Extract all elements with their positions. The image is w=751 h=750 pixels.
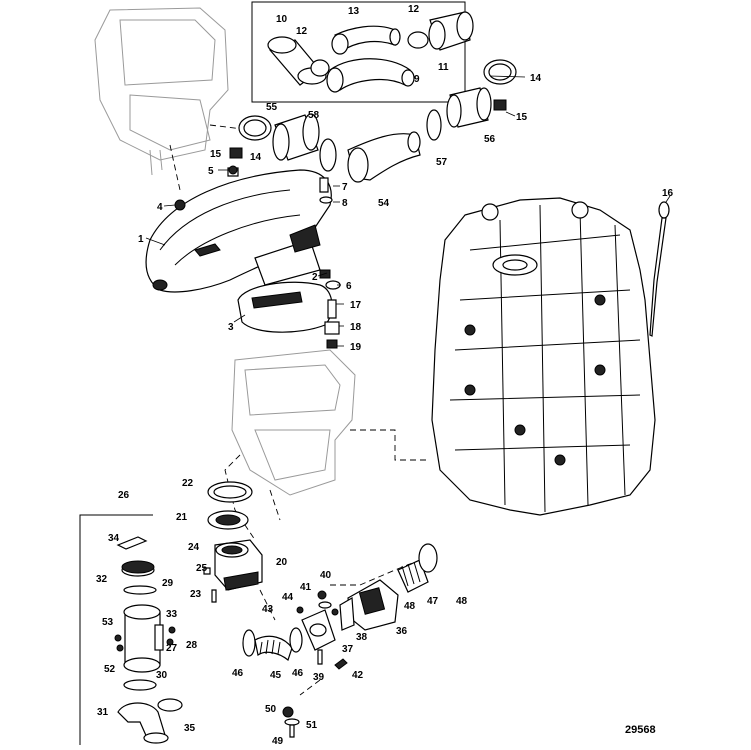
callout-48-right: 48 bbox=[456, 596, 468, 607]
callout-29: 29 bbox=[162, 578, 174, 589]
callout-38: 38 bbox=[356, 632, 368, 643]
hose-kit-box bbox=[251, 1, 466, 103]
callout-51: 51 bbox=[306, 720, 318, 731]
ghost-engine-top bbox=[94, 7, 229, 176]
callout-4: 4 bbox=[157, 202, 163, 213]
assembly-26-bracket bbox=[79, 514, 153, 745]
callout-45: 45 bbox=[270, 670, 282, 681]
throttle-body bbox=[203, 539, 263, 603]
drawing-number: 29568 bbox=[625, 724, 656, 736]
callout-44: 44 bbox=[282, 592, 294, 603]
callout-6: 6 bbox=[346, 281, 352, 292]
intake-hoses bbox=[267, 11, 474, 93]
callout-34: 34 bbox=[108, 533, 120, 544]
callout-20: 20 bbox=[276, 557, 288, 568]
callout-30: 30 bbox=[156, 670, 168, 681]
fasteners-cover bbox=[174, 147, 341, 349]
callout-49: 49 bbox=[272, 736, 284, 747]
callout-13: 13 bbox=[348, 6, 360, 17]
callout-48-middle: 48 bbox=[404, 601, 416, 612]
callout-11: 11 bbox=[438, 62, 449, 73]
callout-19: 19 bbox=[350, 342, 362, 353]
callout-24: 24 bbox=[188, 542, 200, 553]
callout-43: 43 bbox=[262, 604, 274, 615]
callout-25: 25 bbox=[196, 563, 208, 574]
callout-58: 58 bbox=[308, 110, 320, 121]
callout-26: 26 bbox=[118, 490, 130, 501]
callout-55: 55 bbox=[266, 102, 278, 113]
callout-47: 47 bbox=[427, 596, 439, 607]
callout-12-upper-right: 12 bbox=[408, 4, 420, 15]
callout-3: 3 bbox=[228, 322, 234, 333]
callout-40: 40 bbox=[320, 570, 332, 581]
powerhead-block bbox=[431, 197, 656, 516]
callout-5: 5 bbox=[208, 166, 214, 177]
dipstick bbox=[649, 201, 670, 337]
leader-lines bbox=[145, 75, 671, 347]
callout-36: 36 bbox=[396, 626, 408, 637]
callout-1: 1 bbox=[138, 234, 144, 245]
callout-32: 32 bbox=[96, 574, 108, 585]
lower-hoses bbox=[242, 543, 438, 662]
clamp-and-adaptor bbox=[207, 481, 253, 530]
callout-23: 23 bbox=[190, 589, 202, 600]
callout-17: 17 bbox=[350, 300, 362, 311]
callout-10: 10 bbox=[276, 14, 288, 25]
callouts: 1 2 3 4 5 6 7 8 9 10 11 12 12 13 14 14 1… bbox=[96, 4, 674, 747]
callout-42: 42 bbox=[352, 670, 364, 681]
sleeves-and-rings bbox=[272, 87, 492, 172]
fasteners-lower bbox=[282, 590, 348, 738]
callout-18: 18 bbox=[350, 322, 362, 333]
callout-12-upper-left: 12 bbox=[296, 26, 308, 37]
callout-39: 39 bbox=[313, 672, 325, 683]
callout-16: 16 bbox=[662, 188, 674, 199]
callout-46-left: 46 bbox=[232, 668, 244, 679]
callout-7: 7 bbox=[342, 182, 348, 193]
callout-54: 54 bbox=[378, 198, 390, 209]
callout-53: 53 bbox=[102, 617, 114, 628]
callout-22: 22 bbox=[182, 478, 194, 489]
callout-21: 21 bbox=[176, 512, 188, 523]
callout-33: 33 bbox=[166, 609, 178, 620]
intake-plate bbox=[339, 579, 399, 631]
callout-37: 37 bbox=[342, 644, 354, 655]
callout-35: 35 bbox=[184, 723, 196, 734]
air-filter bbox=[237, 281, 333, 333]
callout-46-right: 46 bbox=[292, 668, 304, 679]
callout-8: 8 bbox=[342, 198, 348, 209]
callout-56: 56 bbox=[484, 134, 496, 145]
callout-50: 50 bbox=[265, 704, 277, 715]
adaptor-hose bbox=[347, 131, 421, 183]
callout-15-left: 15 bbox=[210, 149, 222, 160]
silencer-assembly-26 bbox=[114, 536, 183, 744]
callout-52: 52 bbox=[104, 664, 116, 675]
callout-57: 57 bbox=[436, 157, 448, 168]
callout-28: 28 bbox=[186, 640, 198, 651]
callout-14-right: 14 bbox=[530, 73, 542, 84]
ghost-engine-middle bbox=[231, 349, 356, 496]
callout-41: 41 bbox=[300, 582, 312, 593]
air-silencer-cover bbox=[145, 169, 332, 293]
callout-14-left: 14 bbox=[250, 152, 262, 163]
callout-15-right: 15 bbox=[516, 112, 528, 123]
callout-9: 9 bbox=[414, 74, 420, 85]
hose-clamp-left bbox=[238, 115, 272, 141]
callout-27: 27 bbox=[166, 643, 178, 654]
callout-31: 31 bbox=[97, 707, 109, 718]
callout-2: 2 bbox=[312, 272, 318, 283]
